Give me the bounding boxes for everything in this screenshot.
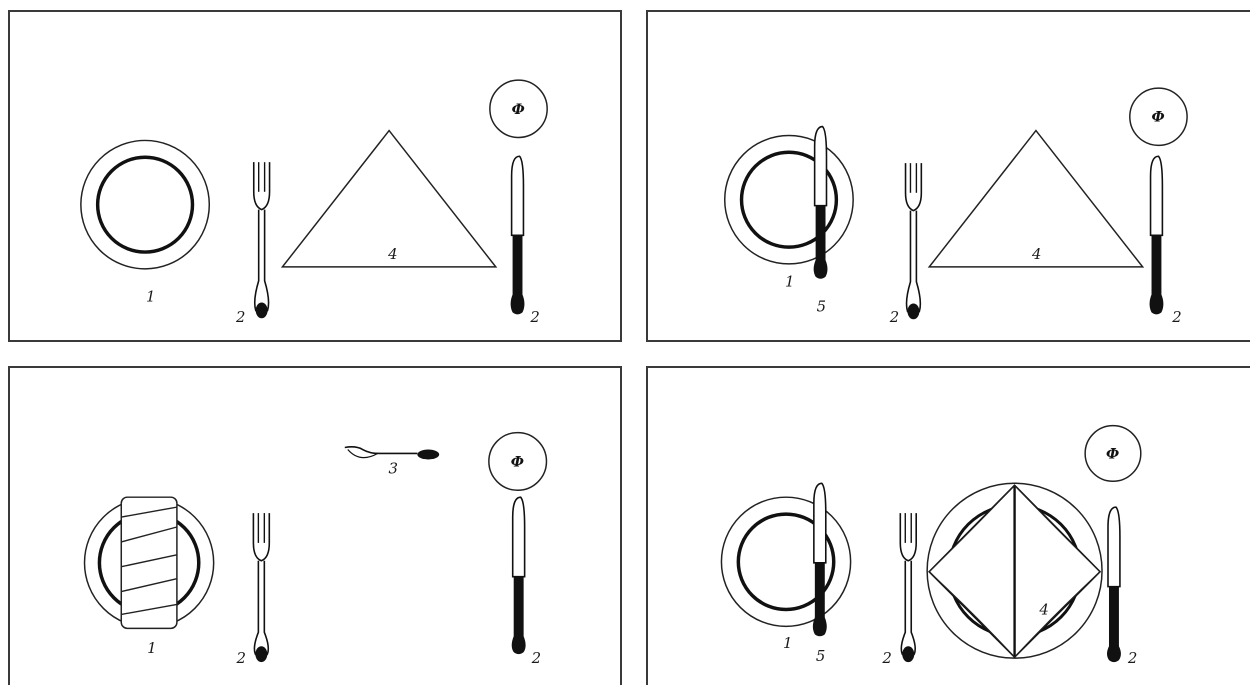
- panel-1: 1 2 4 2 Ф: [8, 10, 622, 342]
- butter-knife-icon: [813, 483, 827, 636]
- butter-knife-icon: [814, 127, 828, 279]
- napkin-label: 4: [387, 246, 397, 263]
- monogram-label: Ф: [512, 102, 525, 118]
- monogram-label: Ф: [1152, 110, 1165, 126]
- monogram-label: Ф: [1106, 446, 1119, 462]
- fork-icon: [906, 163, 922, 319]
- fork-label: 2: [235, 309, 245, 326]
- spoon-label: 3: [389, 459, 398, 477]
- fork-icon: [254, 162, 270, 318]
- knife-label: 2: [1127, 649, 1137, 667]
- place-setting-2: 1 5 2 4 2 Ф: [648, 12, 1250, 340]
- knife-label: 2: [531, 649, 541, 667]
- plate-icon: [725, 135, 853, 263]
- plate-label: 1: [785, 274, 794, 291]
- monogram-icon: Ф: [1130, 88, 1187, 145]
- place-setting-4: 1 5 2 4 2 Ф: [648, 368, 1250, 685]
- knife-icon: [1150, 156, 1164, 314]
- knife-label: 2: [529, 309, 539, 326]
- fork-label: 2: [881, 649, 891, 667]
- fork-icon: [253, 513, 269, 662]
- monogram-label: Ф: [511, 454, 524, 470]
- place-setting-3: 1 3 2 2 Ф: [10, 368, 620, 685]
- fork-label: 2: [236, 649, 246, 667]
- knife-icon: [512, 497, 526, 654]
- spoon-icon: [345, 447, 439, 460]
- panel-3: 1 3 2 2 Ф: [8, 366, 622, 685]
- butter-knife-label: 5: [817, 298, 826, 315]
- monogram-icon: Ф: [490, 80, 547, 137]
- plate-label: 1: [147, 639, 156, 657]
- butter-knife-label: 5: [816, 647, 825, 665]
- napkin-icon: [927, 483, 1102, 658]
- knife-icon: [1107, 507, 1121, 662]
- napkin-label: 4: [1038, 600, 1048, 618]
- napkin-icon: [121, 497, 177, 628]
- knife-label: 2: [1171, 309, 1181, 326]
- plate-label: 1: [783, 634, 792, 652]
- plate-icon: [721, 497, 850, 626]
- napkin-label: 4: [1031, 246, 1041, 263]
- monogram-icon: Ф: [1085, 426, 1141, 482]
- place-setting-1: 1 2 4 2 Ф: [10, 12, 620, 340]
- knife-icon: [511, 156, 525, 314]
- fork-icon: [900, 513, 916, 662]
- panel-2: 1 5 2 4 2 Ф: [646, 10, 1250, 342]
- panel-4: 1 5 2 4 2 Ф: [646, 366, 1250, 685]
- plate-label: 1: [146, 288, 155, 305]
- plate-icon: [81, 140, 209, 268]
- fork-label: 2: [889, 309, 899, 326]
- monogram-icon: Ф: [489, 433, 547, 491]
